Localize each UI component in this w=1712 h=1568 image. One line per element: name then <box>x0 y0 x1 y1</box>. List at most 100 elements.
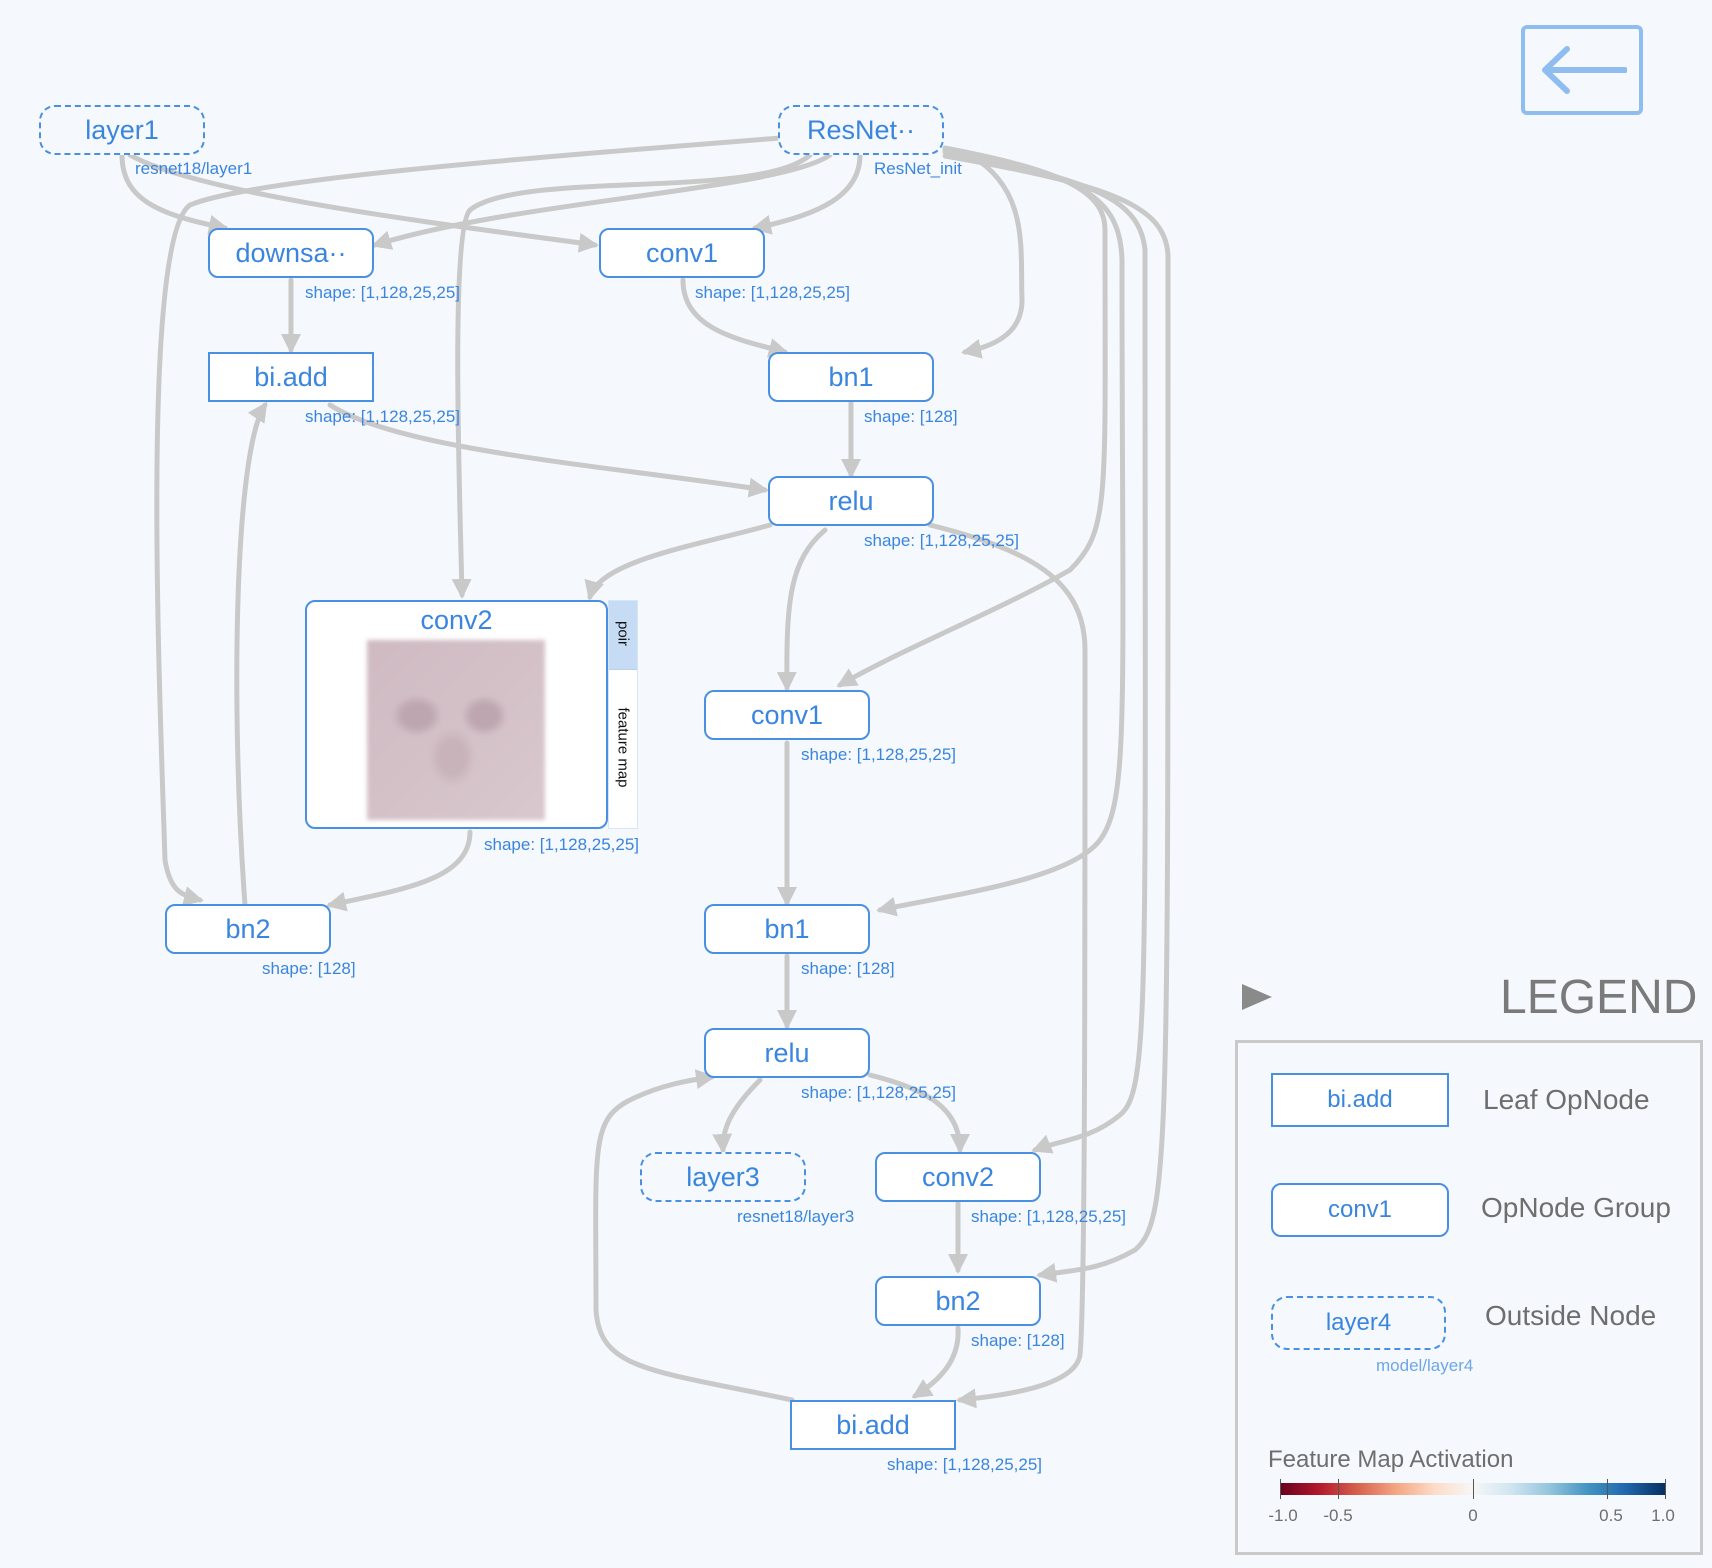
edge-bn2left-biadd <box>234 401 268 908</box>
node-bn1-top[interactable]: bn1 <box>768 352 934 402</box>
legend-leaf-sample: bi.add <box>1271 1073 1449 1127</box>
legend-leaf-sample-label: bi.add <box>1327 1086 1393 1113</box>
arrow-left-icon <box>1542 46 1627 94</box>
node-sublabel: shape: [1,128,25,25] <box>305 283 461 302</box>
node-sublabel: shape: [1,128,25,25] <box>801 1083 957 1102</box>
colorbar <box>1280 1483 1665 1495</box>
edge-biadd-relu <box>327 402 769 498</box>
node-bn1-mid[interactable]: bn1 <box>704 904 870 954</box>
legend-panel: bi.add Leaf OpNode conv1 OpNode Group la… <box>1235 1040 1703 1555</box>
node-label: downsa·· <box>235 237 347 268</box>
colorbar-tick <box>1338 1479 1339 1499</box>
edge-relumid-conv2bottom <box>867 1072 970 1154</box>
edge-layer1-downsample <box>119 152 229 235</box>
edge-resnet-conv1 <box>751 152 863 235</box>
colorbar-tick-label: -0.5 <box>1323 1506 1353 1525</box>
node-biadd-bottom[interactable]: bi.add <box>790 1400 956 1450</box>
colorbar-tick <box>1665 1479 1666 1499</box>
node-sublabel: shape: [1,128,25,25] <box>971 1207 1127 1226</box>
edge-bn2bottom-biaddbottom <box>911 1325 961 1399</box>
edge-conv2-bn2left <box>326 829 473 912</box>
colorbar-title: Feature Map Activation <box>1268 1446 1514 1473</box>
legend-outside-label: Outside Node <box>1485 1300 1657 1331</box>
feature-map-image <box>367 640 545 820</box>
colorbar-tick <box>1473 1479 1474 1499</box>
node-label: conv2 <box>420 605 493 635</box>
node-sublabel: shape: [1,128,25,25] <box>305 407 461 426</box>
edge-resnet-bn1mid <box>876 147 1126 917</box>
legend-outside-sublabel: model/layer4 <box>1376 1356 1474 1375</box>
edge-resnet-downsample <box>371 152 833 250</box>
node-downsample[interactable]: downsa·· <box>208 228 374 278</box>
node-sublabel: shape: [1,128,25,25] <box>484 835 640 854</box>
node-resnet[interactable]: ResNet·· <box>778 105 944 155</box>
node-sublabel: shape: [1,128,25,25] <box>801 745 957 764</box>
node-label: conv2 <box>921 1161 995 1192</box>
node-label: layer3 <box>686 1161 760 1192</box>
edge-resnet-bn1 <box>961 152 1025 359</box>
node-layer1[interactable]: layer1 <box>39 105 205 155</box>
colorbar-tick-label: 0 <box>1468 1506 1478 1525</box>
conv2-side-tabs: poir feature map <box>608 600 638 829</box>
edge-conv1-bn1 <box>680 277 789 358</box>
tab-point-label: poir <box>614 620 632 647</box>
node-label: bi.add <box>836 1409 910 1440</box>
node-relu-mid[interactable]: relu <box>704 1028 870 1078</box>
node-sublabel: ResNet_init <box>874 159 962 178</box>
node-label: ResNet·· <box>806 114 915 145</box>
node-label: bn1 <box>828 361 874 392</box>
edge-resnet-conv2 <box>451 152 813 599</box>
node-label: bn2 <box>935 1285 981 1316</box>
node-conv1-mid[interactable]: conv1 <box>704 690 870 740</box>
legend-group-label: OpNode Group <box>1481 1192 1671 1223</box>
node-conv2-bottom[interactable]: conv2 <box>875 1152 1041 1202</box>
edge-resnet-bn2bottom <box>942 153 1171 1283</box>
edge-biaddbottom-relumid <box>593 1069 795 1403</box>
edge-relu-conv2 <box>584 522 773 601</box>
back-button[interactable] <box>1521 25 1643 115</box>
tab-feature-map-label: feature map <box>614 707 632 788</box>
node-label: bi.add <box>254 361 328 392</box>
node-sublabel: resnet18/layer1 <box>135 159 253 178</box>
node-label: bn2 <box>225 913 271 944</box>
node-label: relu <box>764 1037 810 1068</box>
node-layer3[interactable]: layer3 <box>640 1152 806 1202</box>
legend-group-sample: conv1 <box>1271 1183 1449 1237</box>
node-conv2-expanded[interactable]: conv2 <box>305 600 608 829</box>
node-sublabel: shape: [128] <box>801 959 895 978</box>
node-sublabel: resnet18/layer3 <box>737 1207 855 1226</box>
node-bn2-left[interactable]: bn2 <box>165 904 331 954</box>
colorbar-tick <box>1607 1479 1608 1499</box>
node-label: conv1 <box>645 237 719 268</box>
triangle-right-icon <box>1242 984 1272 1010</box>
edge-resnet-bn2left <box>154 135 783 906</box>
legend-outside-sample: layer4 <box>1271 1296 1446 1350</box>
node-label: conv1 <box>750 699 824 730</box>
node-sublabel: shape: [128] <box>971 1331 1065 1350</box>
edge-resnet-conv2bottom <box>942 149 1148 1154</box>
node-sublabel: shape: [1,128,25,25] <box>864 531 1020 550</box>
edge-layer1-conv1 <box>127 152 599 253</box>
edge-relu-conv1mid <box>776 527 828 692</box>
colorbar-tick-label: 1.0 <box>1651 1506 1675 1525</box>
node-sublabel: shape: [128] <box>262 959 356 978</box>
node-conv1-top[interactable]: conv1 <box>599 228 765 278</box>
legend-toggle[interactable] <box>1240 982 1274 1017</box>
tab-feature-map[interactable]: feature map <box>609 669 637 829</box>
node-label: relu <box>828 485 874 516</box>
colorbar-tick-label: 0.5 <box>1599 1506 1623 1525</box>
legend-leaf-label: Leaf OpNode <box>1483 1084 1650 1115</box>
legend-title: LEGEND <box>1500 971 1698 1024</box>
edge-relumid-layer3 <box>712 1077 763 1154</box>
node-biadd-top[interactable]: bi.add <box>208 352 374 402</box>
tab-point[interactable]: poir <box>609 601 637 670</box>
legend-outside-sample-label: layer4 <box>1325 1309 1392 1336</box>
node-sublabel: shape: [128] <box>864 407 958 426</box>
node-sublabel: shape: [1,128,25,25] <box>887 1455 1043 1474</box>
node-sublabel: shape: [1,128,25,25] <box>695 283 851 302</box>
node-relu-top[interactable]: relu <box>768 476 934 526</box>
edge-relu-biaddbottom <box>927 522 1088 1409</box>
node-bn2-bottom[interactable]: bn2 <box>875 1276 1041 1326</box>
